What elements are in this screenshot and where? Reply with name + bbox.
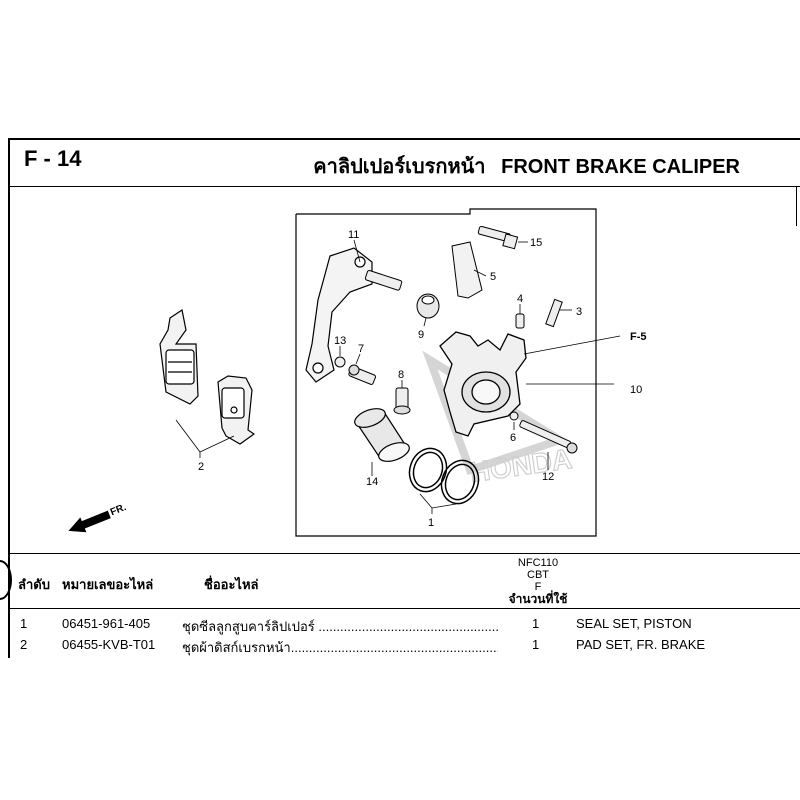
pin-bolt-7: [348, 364, 377, 385]
callout-11: 11: [348, 229, 359, 241]
page-frame: [8, 138, 800, 670]
boot-9: [416, 293, 440, 319]
slide-pin-12: [519, 420, 578, 454]
washer-6: [509, 411, 519, 421]
model-code: NFC110: [517, 557, 559, 569]
callout-3: 3: [576, 306, 582, 318]
row-name-thai: ชุดผ้าดิสก์เบรกหน้า.....................…: [182, 640, 498, 655]
model-type: CBT: [527, 569, 549, 581]
header-item-no: ลำดับ: [18, 577, 50, 592]
bolt-15: [477, 225, 519, 250]
model-variant: F: [534, 581, 542, 593]
callout-7: 7: [358, 343, 364, 355]
quantity-label: จำนวนที่ใช้: [508, 592, 568, 606]
callout-14: 14: [366, 476, 378, 488]
caliper-bracket: [305, 247, 373, 383]
table-header-divider: [8, 608, 800, 609]
assembly-outline: [295, 208, 597, 537]
callout-12: 12: [542, 471, 554, 483]
page-title: คาลิปเปอร์เบรกหน้า FRONT BRAKE CALIPER: [313, 150, 740, 182]
callout-15: 15: [530, 237, 542, 249]
row-qty: 1: [532, 637, 540, 652]
table-row: 1 06451-961-405 ชุดซีลลูกสูบคาร์ลิปเปอร์…: [0, 616, 800, 636]
table-top-divider: [8, 553, 800, 554]
row-no: 1: [20, 616, 28, 631]
callout-13: 13: [334, 335, 346, 347]
reference-f5: F-5: [630, 331, 647, 343]
bolt-8: [393, 387, 411, 415]
svg-text:HONDA: HONDA: [468, 443, 574, 488]
slide-pin-11: [364, 270, 403, 291]
page-title-thai: คาลิปเปอร์เบรกหน้า: [313, 156, 486, 178]
page-code: F - 14: [24, 146, 82, 171]
row-name-english: PAD SET, FR. BRAKE: [576, 637, 706, 652]
header-divider: [8, 186, 800, 187]
row-name-english: SEAL SET, PISTON: [576, 616, 692, 631]
header-model-qty: NFC110 CBT F จำนวนที่ใช้: [478, 557, 598, 605]
header-part-name: ชื่ออะไหล่: [204, 577, 259, 592]
callout-9: 9: [418, 329, 424, 341]
brake-pad-right: [217, 375, 256, 445]
front-direction-arrow: FR.: [68, 502, 128, 533]
callout-4: 4: [517, 293, 523, 305]
callout-5: 5: [490, 271, 496, 283]
header-part-number: หมายเลขอะไหล่: [62, 577, 154, 592]
row-name-thai: ชุดซีลลูกสูบคาร์ลิปเปอร์ ...............…: [182, 619, 498, 634]
page-bottom-blank: [0, 658, 800, 800]
header-right-divider: [796, 186, 797, 226]
brake-pad-left: [159, 309, 199, 405]
row-qty: 1: [532, 616, 540, 631]
bleeder-cap-4: [515, 313, 525, 329]
row-part-number: 06455-KVB-T01: [62, 637, 156, 652]
caliper-body: [439, 331, 527, 437]
svg-text:FR.: FR.: [109, 502, 128, 518]
page-title-english: FRONT BRAKE CALIPER: [501, 156, 740, 178]
callout-1: 1: [428, 517, 434, 529]
table-row: 2 06455-KVB-T01 ชุดผ้าดิสก์เบรกหน้า.....…: [0, 637, 800, 657]
callout-2: 2: [198, 461, 204, 473]
boot-13: [334, 356, 346, 368]
seal-set-1: [408, 447, 480, 505]
row-no: 2: [20, 637, 28, 652]
exploded-parts-diagram: HONDA 2 11 13 7 8: [68, 208, 647, 537]
callout-6: 6: [510, 432, 516, 444]
row-part-number: 06451-961-405: [62, 616, 151, 631]
callout-8: 8: [398, 369, 404, 381]
bleeder-screw-3: [545, 298, 563, 328]
callout-10: 10: [630, 384, 642, 396]
pad-spring-5: [451, 241, 483, 299]
piston-14: [354, 408, 410, 462]
